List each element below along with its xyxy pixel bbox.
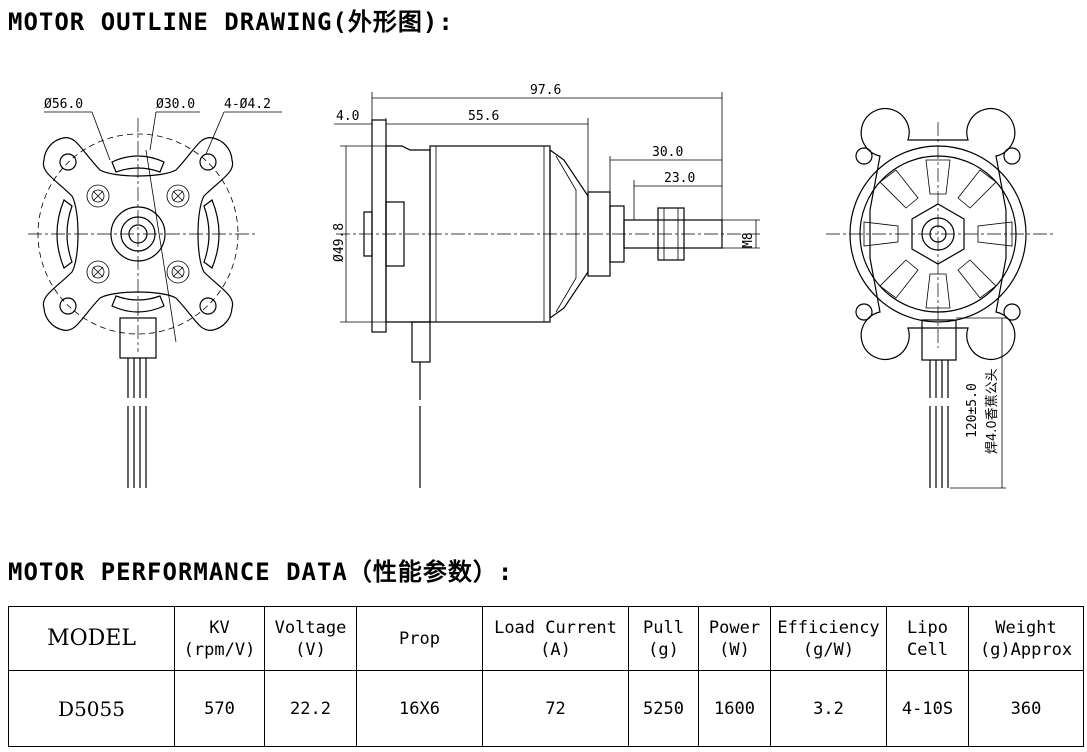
header-model: MODEL [8, 606, 175, 671]
lead-connector-note: 焊4.0香蕉公头 [984, 368, 1000, 454]
dim-body-diameter: Ø49.8 [332, 223, 347, 262]
dim-shaft-length: 30.0 [652, 145, 683, 160]
cell-prop: 16X6 [356, 670, 483, 747]
cell-power: 1600 [698, 670, 771, 747]
performance-title: MOTOR PERFORMANCE DATA（性能参数）: [8, 558, 514, 586]
cell-voltage: 22.2 [264, 670, 357, 747]
dim-thread-length: 23.0 [664, 171, 695, 186]
front-view: Ø56.0 Ø30.0 4-Ø4.2 [28, 97, 282, 488]
dim-outer-diameter: Ø56.0 [44, 97, 83, 112]
side-view: 97.6 55.6 4.0 30.0 23.0 Ø49.8 M8 [332, 83, 760, 488]
motor-outline-drawing: Ø56.0 Ø30.0 4-Ø4.2 97.6 [28, 83, 1056, 489]
header-efficiency: Efficiency(g/W) [770, 606, 887, 671]
cell-pull: 5250 [628, 670, 699, 747]
dim-thread-size: M8 [741, 232, 756, 248]
header-kv: KV(rpm/V) [174, 606, 265, 671]
dim-lead-length: 120±5.0 [965, 383, 980, 438]
cell-efficiency: 3.2 [770, 670, 887, 747]
header-weight: Weight(g)Approx [968, 606, 1084, 671]
outline-title: MOTOR OUTLINE DRAWING(外形图): [8, 8, 454, 36]
cell-lipo-cell: 4-10S [886, 670, 969, 747]
cell-model: D5055 [8, 670, 175, 747]
dim-total-length: 97.6 [530, 83, 561, 98]
header-power: Power(W) [698, 606, 771, 671]
header-pull: Pull(g) [628, 606, 699, 671]
dim-holes: 4-Ø4.2 [224, 97, 271, 112]
table-row: D5055 570 22.2 16X6 72 5250 1600 3.2 4-1… [8, 670, 1084, 747]
cell-load-current: 72 [482, 670, 629, 747]
performance-table: MODEL KV(rpm/V) Voltage(V) Prop Load Cur… [8, 606, 1084, 747]
cell-kv: 570 [174, 670, 265, 747]
dim-flange-thickness: 4.0 [336, 109, 359, 124]
cell-weight: 360 [968, 670, 1084, 747]
header-voltage: Voltage(V) [264, 606, 357, 671]
table-header-row: MODEL KV(rpm/V) Voltage(V) Prop Load Cur… [8, 606, 1084, 671]
dim-body-length: 55.6 [468, 109, 499, 124]
header-prop: Prop [356, 606, 483, 671]
header-load-current: Load Current(A) [482, 606, 629, 671]
dim-bolt-circle: Ø30.0 [156, 97, 195, 112]
rear-view: 120±5.0 焊4.0香蕉公头 [826, 108, 1056, 489]
